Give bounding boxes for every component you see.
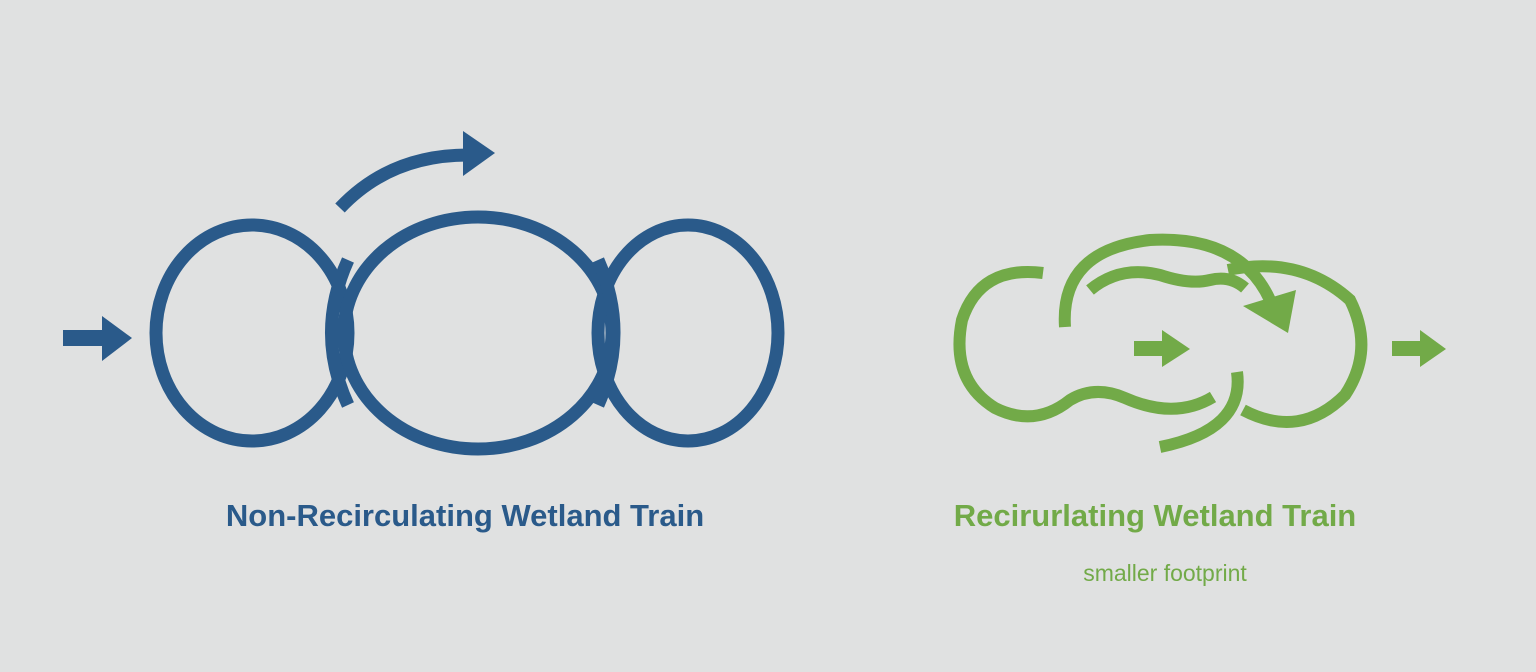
non-recirculating-diagram [63,131,785,456]
return-loop-arc [1158,371,1244,453]
bypass-arrow-head [463,131,495,176]
non-recirculating-title: Non-Recirculating Wetland Train [225,498,705,533]
recirculating-cell-right [1226,260,1368,428]
wetland-cell-2 [337,210,619,456]
inner-flow-wave [1086,266,1249,295]
bypass-arrow-arc [335,148,469,213]
recirculating-cell-outline [953,266,1217,423]
wetland-cell-1 [149,218,355,448]
recirculating-subtitle: smaller footprint [1083,560,1247,586]
recirculating-title: Recirurlating Wetland Train [953,498,1357,533]
cell-connector-1-2 [325,257,354,408]
recirculation-loop [1058,233,1276,328]
inflow-arrow-head [102,316,132,361]
outflow-arrow-shaft [1392,341,1422,356]
recirculation-arrow-head [1243,290,1296,333]
recirculating-diagram [953,233,1446,453]
outflow-arrow-head [1420,330,1446,367]
wetland-cell-3 [591,218,785,448]
internal-arrow-head [1162,330,1190,367]
cell-connector-2-3 [592,257,621,408]
internal-arrow-shaft [1134,341,1164,356]
inflow-arrow-shaft [63,330,105,346]
